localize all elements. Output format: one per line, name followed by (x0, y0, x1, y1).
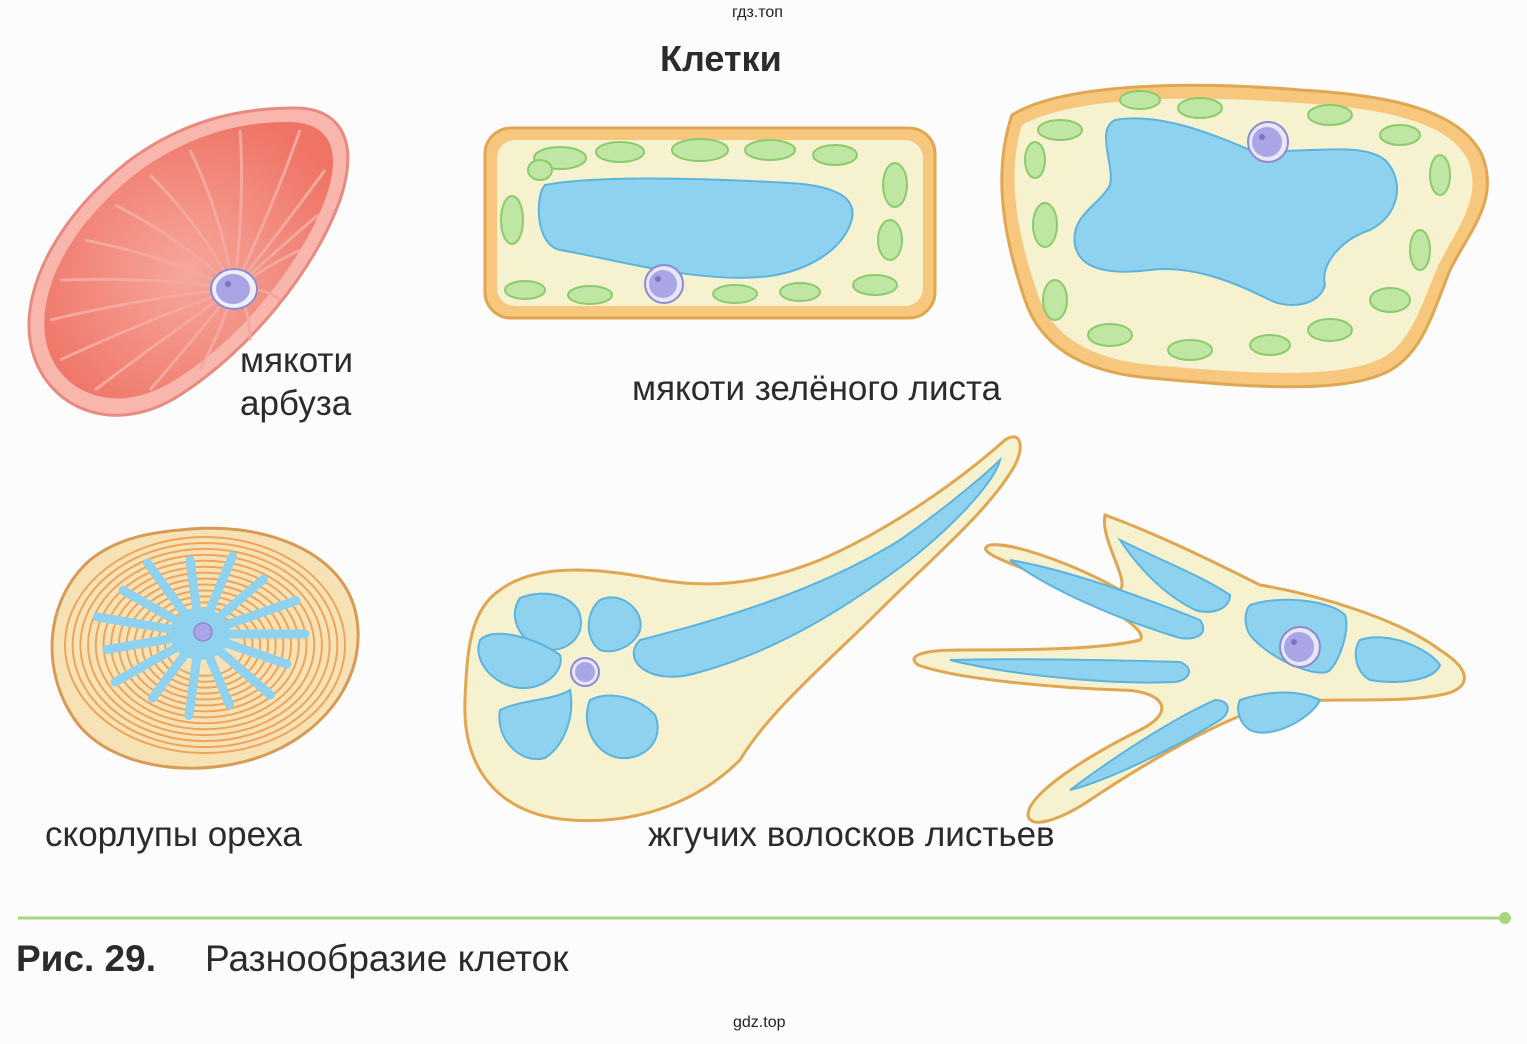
leaf-cell-irregular (1000, 83, 1489, 389)
watermelon-cell (27, 106, 350, 417)
label-green-leaf: мякоти зелёного листа (632, 369, 1002, 408)
page-title: Клетки (660, 38, 782, 79)
label-watermelon-line2: арбуза (240, 384, 352, 423)
label-nut-shell: скорлупы ореха (45, 815, 302, 854)
watermark-top: гдз.топ (732, 4, 783, 21)
nut-shell-cell (50, 526, 360, 770)
watermark-bottom: gdz.top (733, 1014, 786, 1031)
label-stinging-hairs: жгучих волосков листьев (648, 815, 1055, 854)
leaf-cell-rectangular (483, 126, 937, 320)
stinging-hair-cell-2 (912, 512, 1466, 824)
caption-text: Разнообразие клеток (205, 938, 569, 979)
caption-number: Рис. 29. (16, 938, 156, 979)
label-watermelon-line1: мякоти (240, 341, 353, 380)
stinging-hair-cell-1 (463, 435, 1022, 823)
